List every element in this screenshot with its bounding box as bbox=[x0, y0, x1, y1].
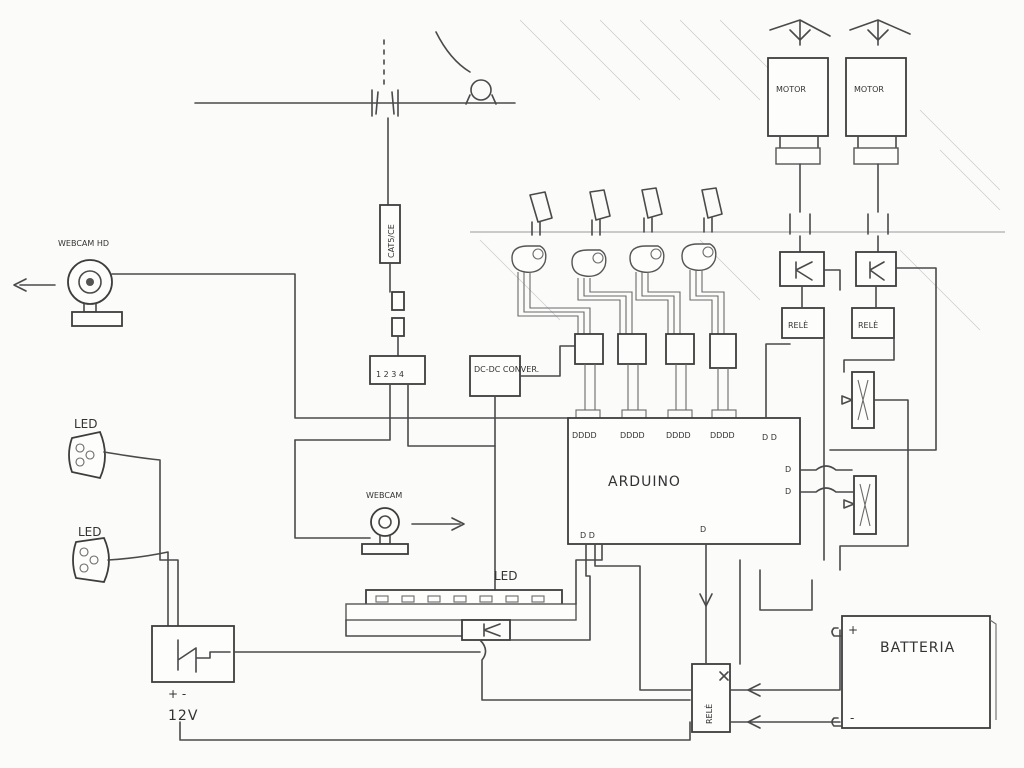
network-connector bbox=[369, 355, 426, 385]
supply-voltage: 12V bbox=[168, 708, 198, 724]
battery bbox=[841, 615, 991, 729]
led-top-wire bbox=[103, 451, 179, 641]
servo-2 bbox=[571, 189, 611, 277]
arduino-pin-right-2: D bbox=[785, 487, 791, 496]
led-top-icon bbox=[68, 430, 106, 480]
led-switch-wire bbox=[479, 639, 691, 701]
servo-driver-1 bbox=[574, 333, 604, 365]
ground-wire bbox=[179, 721, 691, 741]
webcam-wire-b bbox=[294, 439, 371, 539]
motor-1-label: MOTOR bbox=[776, 85, 806, 94]
motor-2 bbox=[845, 57, 907, 137]
connector-wire bbox=[407, 383, 496, 447]
battery-minus-label: - bbox=[850, 711, 854, 725]
plug-top bbox=[391, 291, 405, 311]
motor-1-driver bbox=[779, 251, 825, 287]
led-strip-label: LED bbox=[494, 569, 518, 583]
webcam-wire-a bbox=[294, 383, 391, 441]
propeller-1-icon bbox=[769, 19, 831, 46]
arduino-board bbox=[567, 417, 801, 545]
motor-2-driver bbox=[855, 251, 897, 287]
webcam-icon bbox=[361, 507, 409, 555]
rele-1 bbox=[781, 307, 825, 339]
supply-polarity: + - bbox=[168, 687, 186, 701]
arduino-header-pins bbox=[575, 409, 737, 419]
dcdc-label: DC-DC CONVER. bbox=[474, 365, 539, 374]
servo-driver-3 bbox=[665, 333, 695, 365]
servo-3 bbox=[629, 187, 665, 273]
led-top-label: LED bbox=[74, 417, 98, 431]
led-strip-wire bbox=[345, 619, 463, 637]
led-strip bbox=[345, 589, 577, 621]
webcam-hd-label: WEBCAM HD bbox=[58, 239, 109, 248]
servo-4 bbox=[681, 187, 723, 271]
driver-to-arduino-wires bbox=[584, 364, 729, 410]
servo-wires bbox=[517, 270, 725, 334]
cable-pass-through bbox=[371, 39, 399, 206]
plug-bottom bbox=[391, 317, 405, 337]
arduino-pins-2: DDDD bbox=[620, 431, 645, 440]
webcam-label: WEBCAM bbox=[366, 491, 402, 500]
arduino-pins-3: DDDD bbox=[666, 431, 691, 440]
led-bottom-icon bbox=[72, 537, 110, 583]
dcdc-converter bbox=[469, 355, 521, 397]
rele-main-label: RELÈ bbox=[703, 704, 714, 724]
led-bottom-wire bbox=[107, 551, 169, 641]
connector-pins-label: 1 2 3 4 bbox=[376, 370, 404, 379]
arduino-pin-bottom-mid: D bbox=[700, 525, 706, 534]
propeller-2-icon bbox=[849, 19, 911, 46]
servo-driver-2 bbox=[617, 333, 647, 365]
battery-label: BATTERIA bbox=[880, 640, 955, 656]
motor-2-label: MOTOR bbox=[854, 85, 884, 94]
power-switch-box bbox=[151, 625, 235, 683]
paper-hatching bbox=[479, 19, 1001, 331]
arduino-pins-4: DDDD bbox=[710, 431, 735, 440]
motor-1-mount bbox=[775, 147, 821, 165]
motor-2-mount bbox=[853, 147, 899, 165]
battery-plus-label: + bbox=[848, 623, 858, 637]
motor-1 bbox=[767, 57, 829, 137]
rele-2-label: RELÈ bbox=[858, 319, 878, 330]
servo-driver-4 bbox=[709, 333, 737, 369]
servo-1 bbox=[511, 191, 553, 273]
arduino-label: ARDUINO bbox=[608, 474, 681, 490]
servo-group bbox=[511, 187, 723, 277]
hook-icon bbox=[435, 31, 497, 105]
arduino-pins-bottom-left: D D bbox=[580, 531, 595, 540]
cat5-label: CAT5/CE bbox=[387, 224, 396, 258]
rele-2 bbox=[851, 307, 895, 339]
rele-1-label: RELÈ bbox=[788, 319, 808, 330]
webcam-hd-wire bbox=[111, 273, 571, 419]
arduino-pin-right-1: D bbox=[785, 465, 791, 474]
arduino-pins-top-right: D D bbox=[762, 433, 777, 442]
led-bottom-label: LED bbox=[78, 525, 102, 539]
arduino-pins-1: DDDD bbox=[572, 431, 597, 440]
webcam-hd-icon bbox=[67, 259, 123, 327]
